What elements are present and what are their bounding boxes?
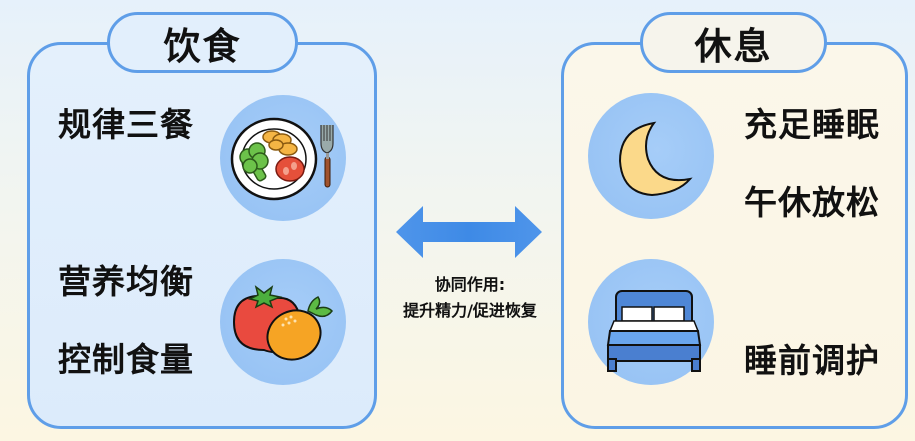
diet-title: 饮食 [107,12,298,73]
synergy-caption: 协同作用: 提升精力/促进恢复 [378,272,562,324]
rest-item-bedtime-care: 睡前调护 [744,341,880,380]
diet-item-regular-meals: 规律三餐 [58,105,194,144]
caption-line-1: 协同作用: [434,275,506,294]
bed-icon [588,259,714,385]
rest-item-nap-relax: 午休放松 [744,183,880,222]
diet-item-portion-control: 控制食量 [58,340,194,379]
rest-item-sufficient-sleep: 充足睡眠 [744,105,880,144]
double-arrow-icon [396,206,542,258]
diet-item-balanced-nutrition: 营养均衡 [58,262,194,301]
rest-title: 休息 [640,12,827,73]
tomato-orange-icon [220,259,346,385]
moon-icon [588,93,714,219]
plate-meal-icon [220,95,346,221]
caption-line-2: 提升精力/促进恢复 [403,301,537,320]
